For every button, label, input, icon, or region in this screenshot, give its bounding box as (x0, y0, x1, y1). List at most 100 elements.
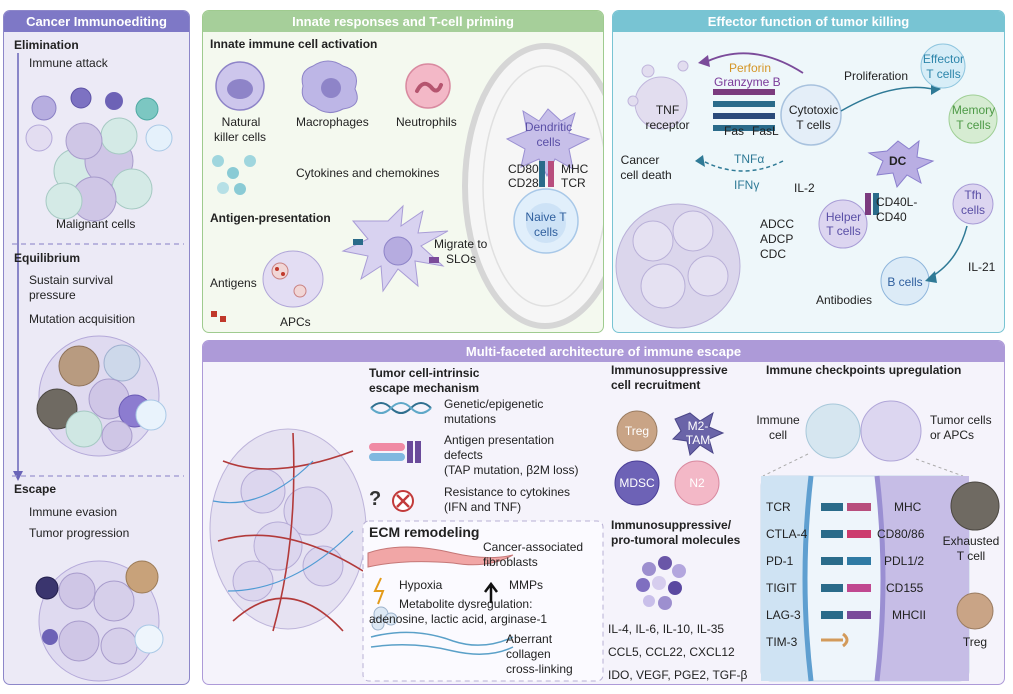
label-genetic-1: Genetic/epigenetic (444, 397, 544, 411)
label-cytotoxic-1: Cytotoxic (788, 103, 839, 117)
label-mdsc: MDSC (619, 476, 655, 490)
label-cancer-death-1: Cancer (620, 153, 660, 167)
label-fas: Fas (724, 124, 745, 138)
panel-innate-responses: Innate responses and T-cell priming (202, 10, 604, 333)
label-mol-list-2: CCL5, CCL22, CXCL12 (608, 645, 735, 659)
label-mol-list-3: IDO, VEGF, PGE2, TGF-β (608, 668, 748, 682)
elimination-tumor-cluster (25, 87, 173, 222)
label-tnf-2: receptor (645, 118, 690, 132)
effector-graphics (615, 43, 998, 329)
heading-recruit-1: Immunosuppressive (611, 363, 728, 377)
label-fasl: FasL (752, 124, 779, 138)
label-tumor-apc-1: Tumor cells (930, 413, 992, 427)
heading-antigen-presentation: Antigen-presentation (210, 211, 331, 225)
label-mhc: MHC (561, 162, 589, 176)
label-bcells: B cells (887, 275, 923, 289)
label-tfh-1: Tfh (964, 188, 982, 202)
label-tnfa: TNFα (734, 152, 765, 166)
receptor-pd1: PD-1 (766, 554, 794, 568)
label-il2: IL-2 (794, 181, 815, 195)
label-mol-list-1: IL-4, IL-6, IL-10, IL-35 (608, 622, 725, 636)
label-dendritic-2: cells (536, 135, 561, 149)
label-caf-2: fibroblasts (483, 555, 538, 569)
heading-molecules-1: Immunosuppressive/ (611, 518, 732, 532)
label-mutation: Mutation acquisition (29, 312, 136, 326)
label-collagen-2: collagen (506, 647, 551, 661)
escape-graphics (209, 400, 1000, 682)
label-ag-defect-2: defects (444, 448, 483, 462)
label-cdc: CDC (760, 247, 786, 261)
ligand-cd80-86: CD80/86 (877, 527, 925, 541)
label-helper-2: T cells (826, 224, 861, 238)
label-cd40l-1: CD40L- (876, 195, 918, 209)
ligand-mhc: MHC (894, 500, 922, 514)
label-adcp: ADCP (760, 232, 794, 246)
heading-ecm: ECM remodeling (369, 524, 480, 540)
label-nk-1: Natural (221, 115, 261, 129)
label-genetic-2: mutations (444, 412, 497, 426)
label-macrophages: Macrophages (296, 115, 369, 129)
heading-innate-activation: Innate immune cell activation (210, 37, 378, 51)
label-apcs: APCs (280, 315, 311, 329)
stage-elimination: Elimination (14, 38, 79, 52)
receptor-lag3: LAG-3 (766, 608, 801, 622)
label-ag-defect-3: (TAP mutation, β2M loss) (444, 463, 579, 477)
label-immune-evasion: Immune evasion (29, 505, 118, 519)
label-immune-cell-1: Immune (756, 413, 800, 427)
label-treg2: Treg (962, 635, 988, 649)
label-cancer-death-2: cell death (620, 168, 672, 182)
ligand-pdl1-2: PDL1/2 (884, 554, 925, 568)
label-proliferation: Proliferation (844, 69, 909, 83)
stage-equilibrium: Equilibrium (14, 251, 80, 265)
label-tumor-progression: Tumor progression (29, 526, 130, 540)
heading-intrinsic-2: escape mechanism (369, 381, 480, 395)
label-helper-1: Helper (825, 210, 862, 224)
label-dc: DC (889, 154, 907, 168)
panel-immune-escape: Multi-faceted architecture of immune esc… (202, 340, 1005, 685)
ligand-cd155: CD155 (886, 581, 924, 595)
label-cd40l-2: CD40 (876, 210, 907, 224)
label-antibodies: Antibodies (816, 293, 873, 307)
label-immune-cell-2: cell (768, 428, 787, 442)
heading-molecules-2: pro-tumoral molecules (611, 533, 741, 547)
panel-cancer-immunoediting: Cancer Immunoediting (3, 10, 190, 685)
innate-graphics (211, 43, 603, 329)
label-collagen-1: Aberrant (506, 632, 553, 646)
label-caf-1: Cancer-associated (483, 540, 584, 554)
label-exhausted-1: Exhausted (942, 534, 1000, 548)
label-il21: IL-21 (968, 260, 996, 274)
receptor-tim3: TIM-3 (766, 635, 798, 649)
label-antigens: Antigens (210, 276, 257, 290)
question-icon: ? (369, 488, 382, 510)
immunoediting-graphics (12, 53, 184, 682)
receptor-tcr: TCR (766, 500, 791, 514)
label-ag-defect-1: Antigen presentation (444, 433, 555, 447)
label-naive-2: cells (533, 225, 558, 239)
panel-title: Effector function of tumor killing (613, 11, 1004, 32)
label-m2-1: M2- (687, 419, 709, 433)
label-cd28: CD28 (508, 176, 539, 190)
label-migrate-1: Migrate to (434, 237, 488, 251)
label-cd80: CD80 (508, 162, 539, 176)
label-immune-attack: Immune attack (29, 56, 108, 70)
label-mmps: MMPs (509, 578, 543, 592)
label-effector-1: Effector (922, 52, 965, 66)
label-migrate-2: SLOs (446, 252, 477, 266)
panel-title: Multi-faceted architecture of immune esc… (203, 341, 1004, 362)
panel-title: Cancer Immunoediting (4, 11, 189, 32)
receptor-tigit: TIGIT (766, 581, 797, 595)
checkpoint-pairs (821, 503, 871, 648)
label-adcc: ADCC (760, 217, 795, 231)
label-metab-2: adenosine, lactic acid, arginase-1 (369, 612, 548, 626)
heading-checkpoints: Immune checkpoints upregulation (766, 363, 962, 377)
label-naive-1: Naive T (525, 210, 567, 224)
label-effector-2: T cells (926, 67, 961, 81)
label-metab-1: Metabolite dysregulation: (399, 597, 533, 611)
label-tcr: TCR (561, 176, 586, 190)
label-memory-1: Memory (951, 103, 996, 117)
label-ifng: IFNγ (734, 178, 760, 192)
label-tumor-apc-2: or APCs (930, 428, 975, 442)
label-resist-1: Resistance to cytokines (444, 485, 571, 499)
tumor-microenvironment (209, 428, 367, 632)
